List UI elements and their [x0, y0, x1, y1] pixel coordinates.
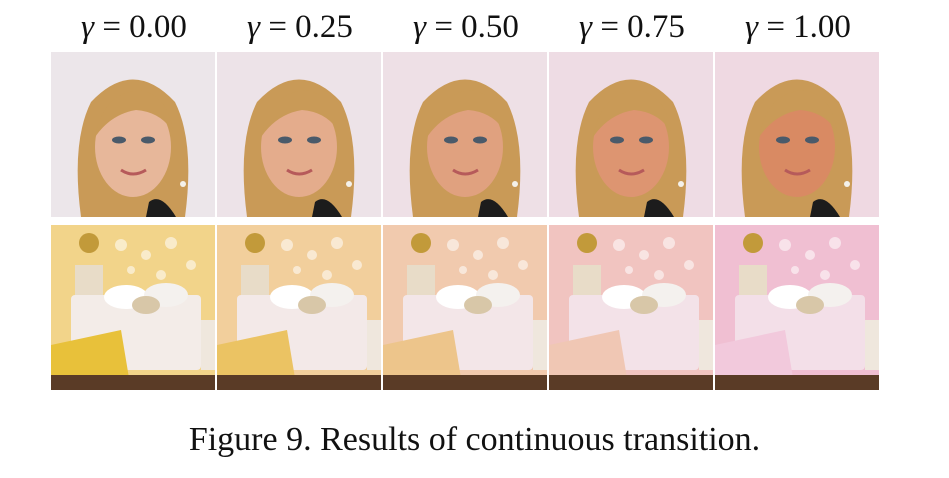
- gamma-label-2: γ = 0.50: [383, 4, 549, 50]
- bedroom-image-1: [217, 225, 381, 390]
- gamma-value: = 0.75: [600, 9, 685, 45]
- gamma-symbol: γ: [579, 9, 593, 45]
- gamma-labels: γ = 0.00 γ = 0.25 γ = 0.50 γ = 0.75 γ = …: [51, 4, 879, 50]
- figure-caption: Figure 9. Results of continuous transiti…: [188, 421, 761, 458]
- gamma-value: = 1.00: [766, 9, 851, 45]
- face-image-4: [715, 52, 879, 217]
- gamma-symbol: γ: [247, 9, 261, 45]
- gamma-symbol: γ: [81, 9, 95, 45]
- gamma-value: = 0.00: [102, 9, 187, 45]
- face-image-0: [51, 52, 215, 217]
- gamma-label-0: γ = 0.00: [51, 4, 217, 50]
- bedroom-image-0: [51, 225, 215, 390]
- bedroom-image-3: [549, 225, 713, 390]
- face-image-3: [549, 52, 713, 217]
- gamma-value: = 0.50: [434, 9, 519, 45]
- gamma-symbol: γ: [413, 9, 427, 45]
- gamma-label-4: γ = 1.00: [715, 4, 881, 50]
- face-image-2: [383, 52, 547, 217]
- gamma-value: = 0.25: [268, 9, 353, 45]
- gamma-label-3: γ = 0.75: [549, 4, 715, 50]
- bedroom-image-4: [715, 225, 879, 390]
- gamma-label-1: γ = 0.25: [217, 4, 383, 50]
- face-image-row: [51, 52, 879, 217]
- bedroom-image-row: [51, 225, 879, 390]
- bedroom-image-2: [383, 225, 547, 390]
- gamma-symbol: γ: [745, 9, 759, 45]
- face-image-1: [217, 52, 381, 217]
